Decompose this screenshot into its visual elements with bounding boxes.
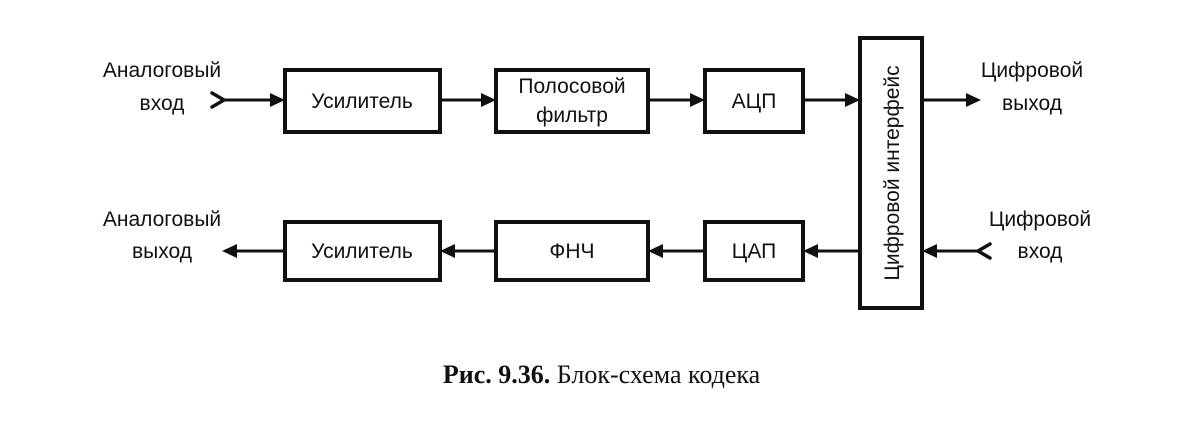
- figure-caption-text: Блок-схема кодека: [550, 360, 761, 389]
- edge-amplifier-to-bandpass: [440, 93, 496, 107]
- edge-bandpass-to-adc: [648, 93, 705, 107]
- label-analog-input-line1: Аналоговый: [103, 59, 221, 82]
- codec-block-diagram: Аналоговый вход Цифровой выход Аналоговы…: [103, 36, 1091, 310]
- label-analog-input-line2: вход: [140, 92, 185, 115]
- block-lowpass-filter: ФНЧ: [494, 220, 650, 282]
- edge-interface-to-digital-out: [922, 93, 981, 107]
- label-digital-input-line1: Цифровой: [989, 208, 1091, 231]
- block-digital-interface: Цифровой интерфейс: [858, 36, 924, 310]
- label-digital-output-line1: Цифровой: [981, 59, 1083, 82]
- label-digital-input-line2: вход: [1018, 240, 1063, 263]
- edge-amplifier-to-analog-out: [222, 244, 285, 258]
- label-analog-output-line1: Аналоговый: [103, 208, 221, 231]
- edge-adc-to-interface: [803, 93, 860, 107]
- block-bottom-amplifier-label: Усилитель: [311, 240, 413, 263]
- block-dac: ЦАП: [703, 220, 805, 282]
- edge-interface-to-dac: [803, 244, 860, 258]
- edge-digital-in-to-interface: [922, 242, 992, 260]
- block-top-amplifier-label: Усилитель: [311, 90, 413, 113]
- block-bandpass-filter-label-line2: фильтр: [536, 104, 608, 127]
- block-dac-label: ЦАП: [732, 240, 776, 263]
- block-bottom-amplifier: Усилитель: [283, 220, 442, 282]
- edge-analog-in-to-amplifier: [210, 91, 285, 109]
- label-analog-output-line2: выход: [132, 240, 192, 263]
- block-top-amplifier: Усилитель: [283, 68, 442, 134]
- block-digital-interface-label: Цифровой интерфейс: [881, 65, 904, 280]
- edge-lowpass-to-amplifier: [440, 244, 496, 258]
- figure-number: Рис. 9.36.: [442, 360, 551, 389]
- label-digital-output-line2: выход: [1002, 92, 1062, 115]
- block-bandpass-filter: Полосовой фильтр: [494, 68, 650, 134]
- block-adc: АЦП: [703, 68, 805, 134]
- block-adc-label: АЦП: [732, 90, 777, 113]
- edge-dac-to-lowpass: [648, 244, 705, 258]
- block-bandpass-filter-label-line1: Полосовой: [518, 75, 625, 98]
- figure-caption: Рис. 9.36. Блок-схема кодека: [0, 360, 1203, 390]
- block-lowpass-filter-label: ФНЧ: [549, 240, 594, 263]
